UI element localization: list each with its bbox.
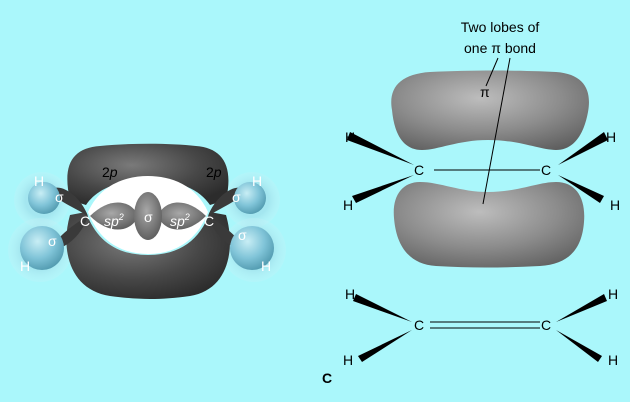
sp2-lobe-right <box>158 202 206 230</box>
orbital-model-left: 2p 2p H H H H σ σ σ σ σ C C sp2 sp2 <box>8 143 286 299</box>
annotation-line2: one π bond <box>464 40 536 56</box>
wedge-bond <box>556 330 602 362</box>
hydrogen-label: H <box>343 352 353 368</box>
pi-label: π <box>480 84 490 100</box>
hydrogen-label: H <box>252 173 262 189</box>
wedge-bond <box>358 330 412 362</box>
pi-lobe-upper <box>391 70 589 150</box>
sp2-lobe-left <box>90 202 138 230</box>
annotation-leader <box>482 57 511 205</box>
hydrogen-label: H <box>608 286 618 302</box>
hydrogen-sphere <box>234 182 266 214</box>
p-orbital-label-left: 2p <box>102 164 118 180</box>
wedge-bond <box>558 175 604 203</box>
carbon-label: C <box>414 317 424 333</box>
p-orbital-label-right: 2p <box>206 164 222 180</box>
hydrogen-label: H <box>20 258 30 274</box>
hydrogen-sphere <box>28 182 60 214</box>
carbon-label: C <box>541 162 551 178</box>
hydrogen-label: H <box>261 258 271 274</box>
hydrogen-label: H <box>345 129 355 145</box>
wedge-bond <box>556 294 607 322</box>
sigma-label: σ <box>144 209 153 225</box>
hydrogen-label: H <box>606 129 616 145</box>
carbon-label: C <box>80 213 90 229</box>
wedge-bond <box>352 175 414 203</box>
hydrogen-label: H <box>610 197 620 213</box>
sigma-label: σ <box>232 189 241 205</box>
wedge-bond <box>353 294 412 322</box>
wedge-bond <box>558 132 608 165</box>
sigma-label: σ <box>238 227 247 243</box>
p-orbital-upper-lobe <box>67 143 229 205</box>
carbon-label: C <box>541 317 551 333</box>
sp2-label-right: sp2 <box>170 212 190 229</box>
panel-label: C <box>322 370 332 386</box>
carbon-label: C <box>204 213 214 229</box>
p-orbital-lower-lobe <box>66 212 230 299</box>
wedge-bond <box>347 132 414 165</box>
hydrogen-sphere <box>20 226 64 270</box>
sp2-label-left: sp2 <box>104 212 124 229</box>
sigma-bond-lobe <box>134 192 162 240</box>
hydrogen-label: H <box>343 197 353 213</box>
pi-lobe-lower <box>393 182 585 268</box>
annotation-leader <box>485 57 499 87</box>
hydrogen-label: H <box>608 352 618 368</box>
pi-bond-model-right: Two lobes of one π bond π C C H H H H <box>343 19 620 268</box>
hydrogen-sphere <box>230 226 274 270</box>
sigma-label: σ <box>55 189 64 205</box>
structural-formula: C C H H H H <box>343 286 618 368</box>
annotation-line1: Two lobes of <box>461 19 540 35</box>
sigma-label: σ <box>48 233 57 249</box>
carbon-label: C <box>414 162 424 178</box>
hydrogen-label: H <box>345 286 355 302</box>
hydrogen-label: H <box>34 173 44 189</box>
